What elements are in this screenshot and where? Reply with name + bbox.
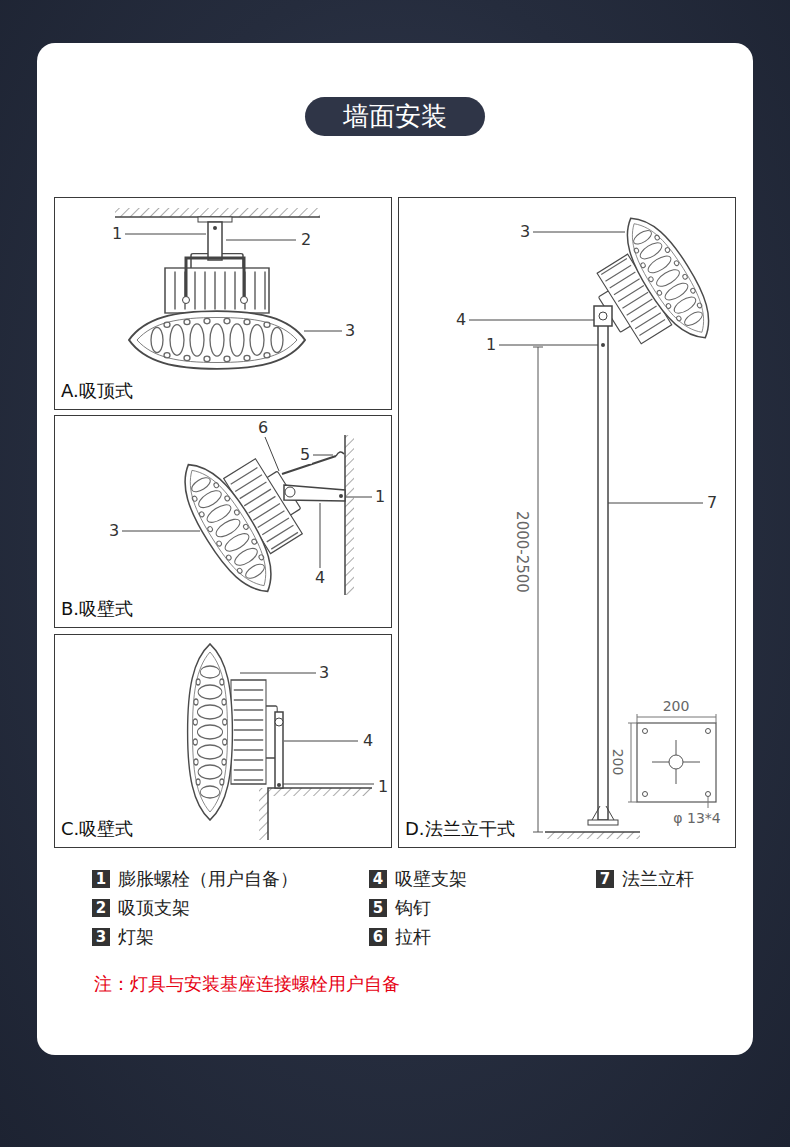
key-number: 4 (369, 870, 387, 888)
key-description: 吸顶支架 (118, 897, 190, 919)
legend-key: 1膨胀螺栓（用户自备） (92, 870, 110, 888)
callout-number: 6 (256, 419, 270, 437)
key-number: 6 (369, 928, 387, 946)
key-description: 拉杆 (395, 926, 431, 948)
callout-number: 1 (373, 488, 387, 506)
wall-hatch (345, 435, 354, 595)
key-number: 5 (369, 899, 387, 917)
legend-key: 2吸顶支架 (92, 899, 110, 917)
gusset (592, 806, 614, 820)
flange-plate (637, 723, 716, 802)
ground-line (545, 831, 640, 833)
key-number: 3 (92, 928, 110, 946)
callout-number: 2 (299, 231, 313, 249)
lamp-d (572, 206, 725, 374)
install-panel: A.吸顶式 (54, 197, 392, 410)
lamp-b (168, 426, 329, 604)
dimension-label: 2000-2500 (512, 509, 529, 595)
key-number: 1 (92, 870, 110, 888)
dimension-label: 200 (610, 747, 626, 778)
leader-lines-b (122, 437, 372, 568)
key-description: 钩钉 (395, 897, 431, 919)
dimension-label: 200 (661, 698, 692, 714)
callout-number: 7 (705, 494, 719, 512)
leader-lines-d (469, 232, 703, 503)
key-description: 吸壁支架 (395, 868, 467, 890)
callout-number: 3 (343, 322, 357, 340)
wall-bracket (284, 485, 345, 501)
callout-number: 5 (298, 446, 312, 464)
bolt (241, 297, 248, 304)
wall-bracket (275, 712, 283, 788)
hook-nail (336, 452, 344, 456)
callout-number: 4 (361, 732, 375, 750)
pivot-bolt (285, 487, 295, 497)
bolt (277, 783, 281, 787)
key-description: 法兰立杆 (622, 868, 694, 890)
note-text: 注：灯具与安装基座连接螺栓用户自备 (92, 974, 402, 995)
callout-number: 4 (454, 311, 468, 329)
u-bracket (186, 258, 244, 302)
legend-key: 7法兰立杆 (596, 870, 614, 888)
bolt (213, 226, 217, 230)
legend-key: 6拉杆 (369, 928, 387, 946)
flange-pole (598, 318, 608, 820)
panel-caption: C.吸壁式 (61, 818, 133, 840)
callout-number: 3 (317, 664, 331, 682)
pole-bracket (594, 306, 612, 326)
key-description: 膨胀螺栓（用户自备） (118, 868, 298, 890)
pivot-bolt (275, 718, 283, 726)
legend-key: 3灯架 (92, 928, 110, 946)
panel-caption: B.吸壁式 (61, 598, 133, 620)
wall-line (344, 435, 346, 595)
callout-number: 3 (107, 522, 121, 540)
key-number: 7 (596, 870, 614, 888)
install-panel: C.吸壁式 (54, 634, 392, 848)
ledge-hatch (268, 788, 372, 796)
callout-number: 4 (313, 569, 327, 587)
key-number: 2 (92, 899, 110, 917)
title-pill: 墙面安装 (305, 97, 485, 136)
callout-number: 1 (484, 336, 498, 354)
install-panel: D.法兰立干式 (398, 197, 736, 848)
dimension-line (533, 347, 543, 832)
key-description: 灯架 (118, 926, 154, 948)
bolt (339, 494, 343, 498)
ceiling-hatch (115, 208, 320, 217)
dimension-label: φ 13*4 (671, 810, 722, 826)
bolt (183, 297, 190, 304)
leader-lines-c (240, 673, 374, 784)
lamp-c (188, 644, 278, 820)
base-flange (588, 820, 618, 825)
callout-number: 3 (518, 223, 532, 241)
install-panel: B.吸壁式 (54, 415, 392, 628)
wall-ledge (268, 788, 372, 840)
bolt (601, 343, 605, 347)
callout-number: 1 (376, 778, 390, 796)
pivot-bolt (599, 312, 607, 320)
ground-hatch (545, 832, 640, 839)
panel-caption: A.吸顶式 (61, 380, 133, 402)
panel-caption: D.法兰立干式 (405, 818, 515, 840)
lamp-a (129, 254, 305, 369)
wall-hatch (259, 788, 268, 840)
flange-dimensions (628, 714, 716, 808)
bracket-stem (208, 222, 222, 260)
callout-number: 1 (110, 225, 124, 243)
legend-key: 4吸壁支架 (369, 870, 387, 888)
legend-key: 5钩钉 (369, 899, 387, 917)
